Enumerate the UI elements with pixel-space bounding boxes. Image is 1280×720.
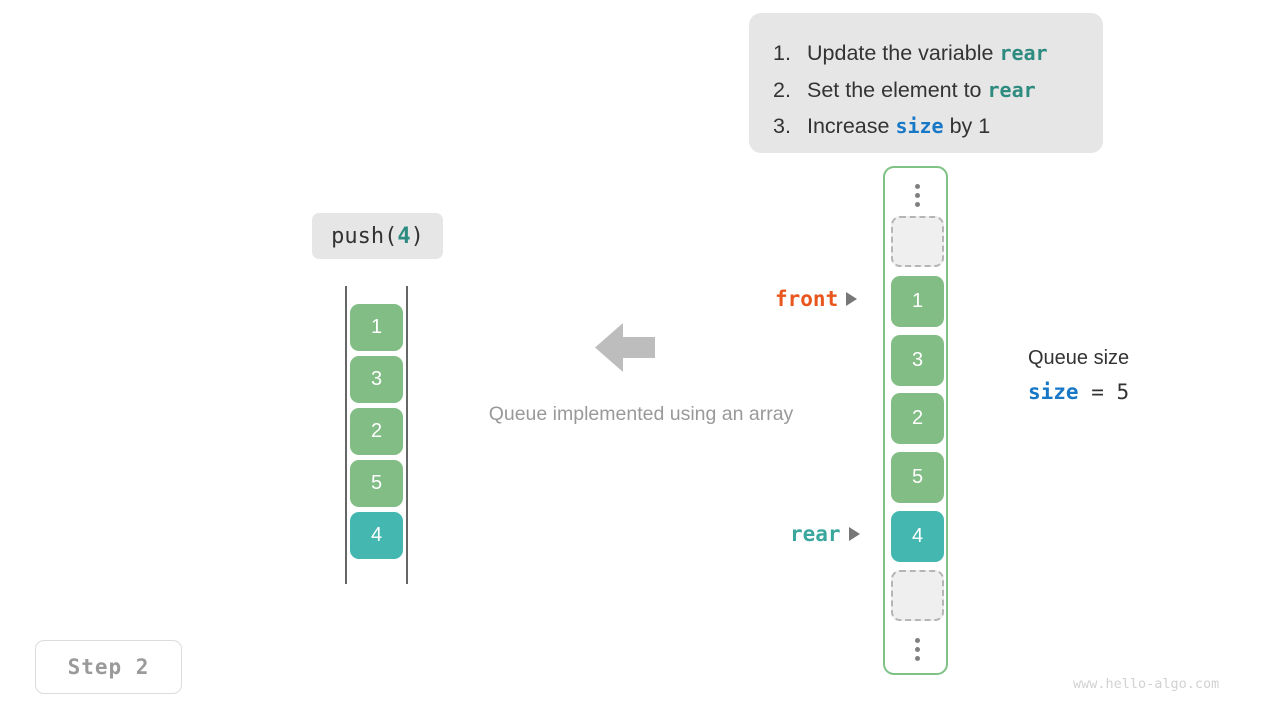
instruction-code-size: size: [895, 114, 944, 138]
arrow-right-icon: [848, 527, 860, 541]
instruction-text: Set the element to: [807, 77, 988, 102]
array-container: 1 3 2 5 4: [883, 166, 948, 675]
instruction-code-rear: rear: [999, 41, 1048, 65]
array-cell: 3: [891, 335, 944, 386]
arrow-right-icon: [846, 292, 858, 306]
operation-paren-close: ): [410, 223, 424, 249]
array-cell-empty: [891, 216, 944, 267]
watermark: www.hello-algo.com: [1073, 676, 1220, 692]
instruction-item-3: 3. Increase size by 1: [773, 108, 1077, 145]
front-pointer: front: [775, 287, 858, 311]
vertical-ellipsis-icon: [885, 628, 950, 670]
array-cell: 2: [891, 393, 944, 444]
instruction-code-rear: rear: [987, 77, 1036, 102]
queue-bracket-left: [345, 286, 347, 584]
arrow-left-icon: [595, 320, 655, 375]
instructions-panel: 1. Update the variable rear 2. Set the e…: [749, 13, 1103, 153]
step-badge: Step 2: [35, 640, 182, 694]
size-variable: size: [1028, 380, 1079, 404]
operation-label: push(4): [312, 213, 443, 259]
diagram-caption: Queue implemented using an array: [488, 403, 794, 425]
instruction-number: 2.: [773, 77, 791, 102]
instruction-text-post: by 1: [943, 114, 991, 138]
array-cell: 5: [891, 452, 944, 503]
instruction-item-2: 2. Set the element to rear: [773, 72, 1077, 109]
queue-size-panel: Queue size size = 5: [1028, 343, 1129, 411]
queue-size-title: Queue size: [1028, 347, 1130, 369]
queue-cell: 5: [350, 460, 403, 507]
abstract-queue: 1 3 2 5 4: [340, 286, 415, 584]
size-value: 5: [1116, 380, 1130, 404]
operation-name: push(: [331, 223, 398, 249]
front-pointer-label: front: [775, 287, 839, 311]
instruction-number: 1.: [773, 41, 791, 65]
rear-pointer: rear: [790, 522, 860, 546]
rear-pointer-label: rear: [790, 522, 841, 546]
vertical-ellipsis-icon: [885, 174, 950, 216]
queue-cell: 3: [350, 356, 403, 403]
queue-cell-highlighted: 4: [350, 512, 403, 559]
instruction-text: Increase: [807, 114, 896, 138]
queue-cells: 1 3 2 5 4: [350, 304, 403, 564]
queue-size-expression: size = 5: [1028, 373, 1129, 411]
array-cell: 1: [891, 276, 944, 327]
array-cell-highlighted: 4: [891, 511, 944, 562]
operation-argument: 4: [397, 223, 411, 249]
queue-cell: 2: [350, 408, 403, 455]
instruction-text: Update the variable: [807, 41, 1000, 65]
size-operator: =: [1078, 380, 1117, 404]
array-cell-empty: [891, 570, 944, 621]
instruction-item-1: 1. Update the variable rear: [773, 35, 1077, 72]
instruction-number: 3.: [773, 114, 791, 138]
queue-cell: 1: [350, 304, 403, 351]
queue-bracket-right: [406, 286, 408, 584]
